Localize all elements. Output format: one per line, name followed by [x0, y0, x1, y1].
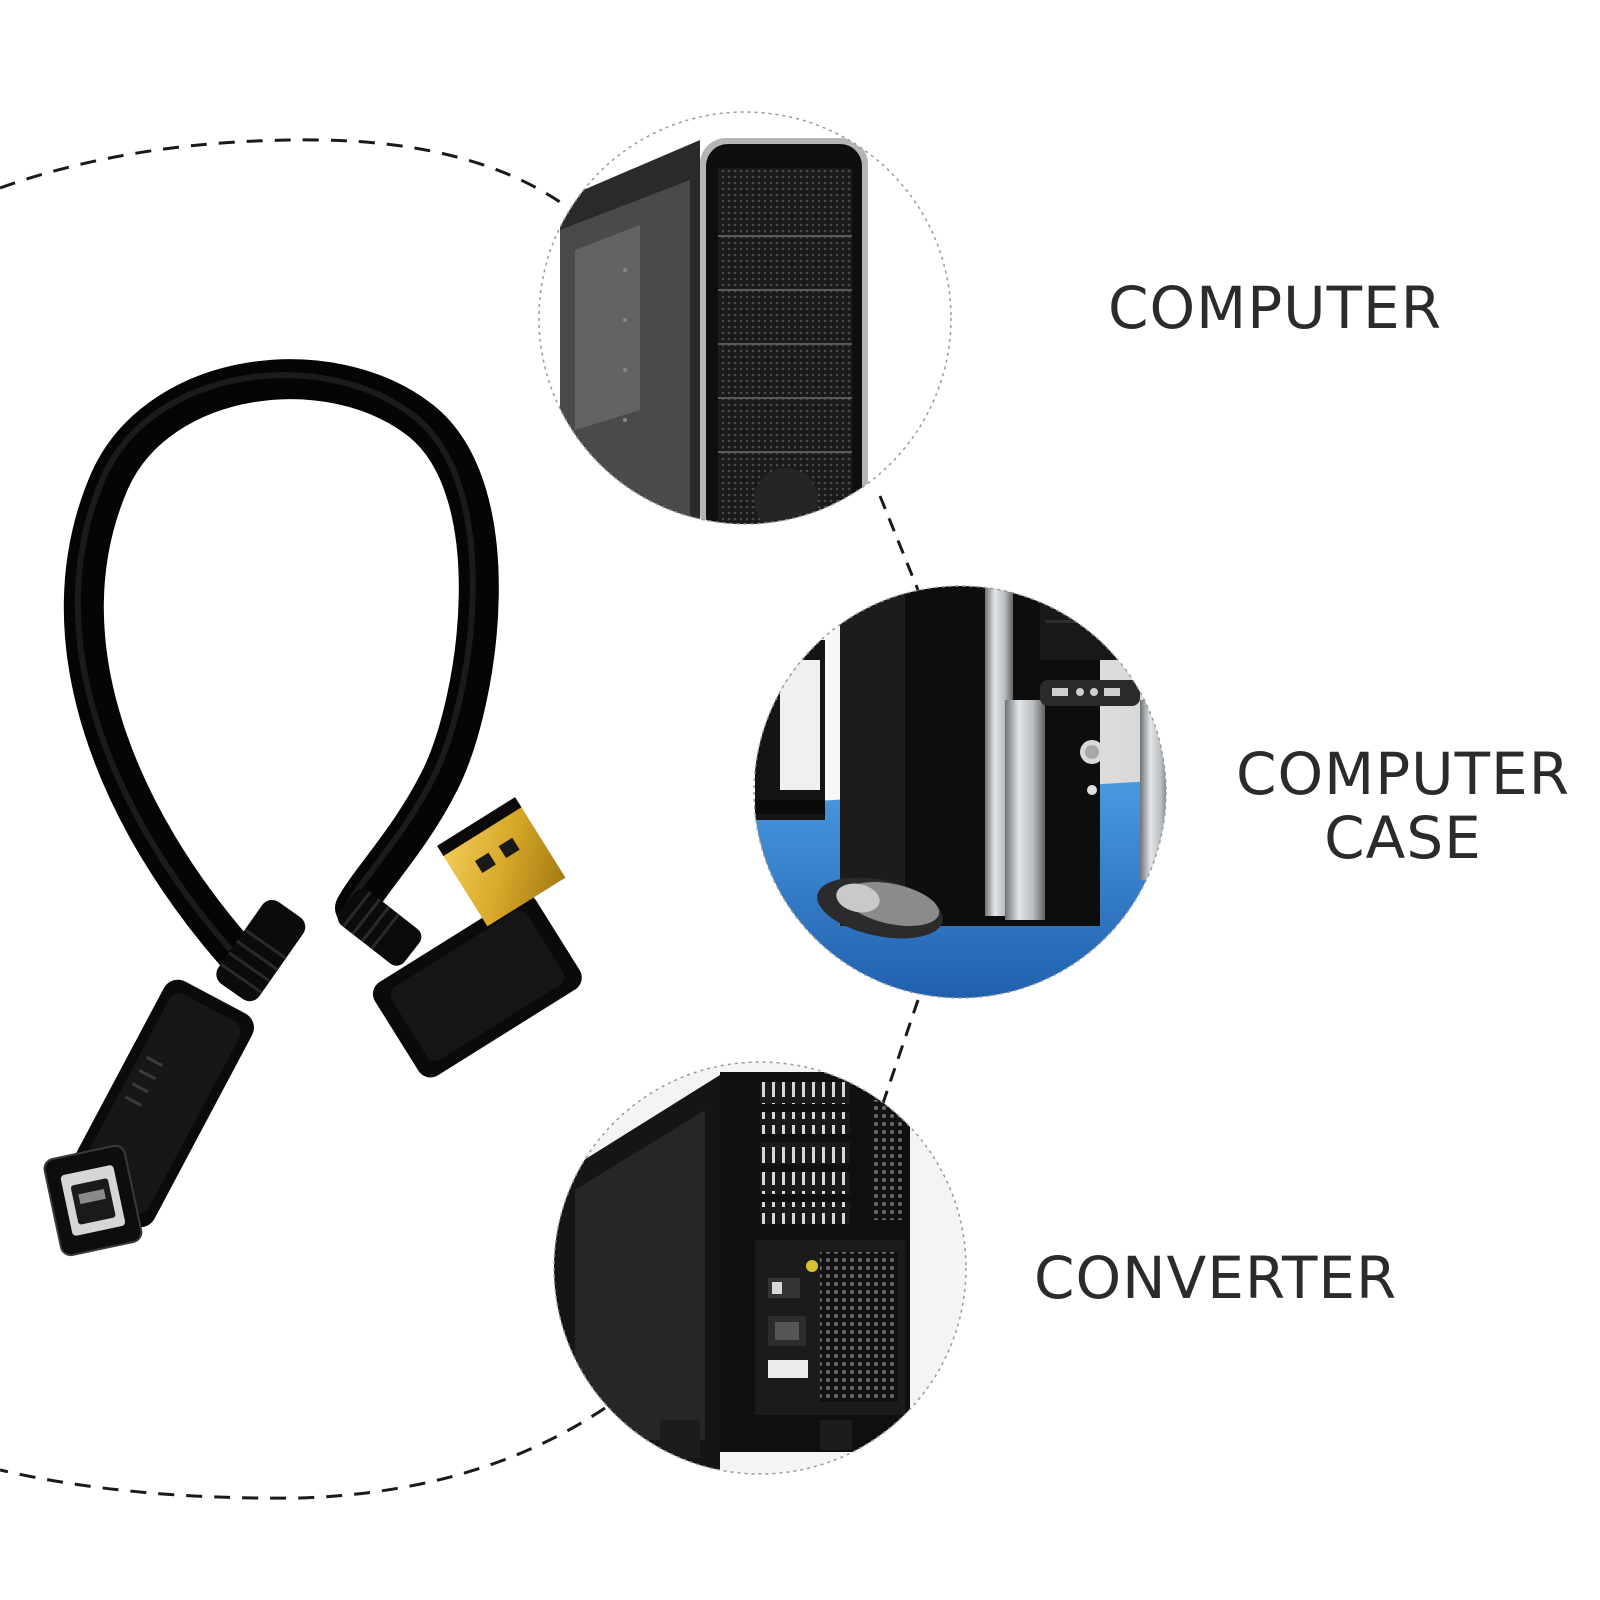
dashed-connector-1	[878, 495, 920, 591]
circle-frame-computer	[538, 111, 952, 525]
label-computer-case-line2: CASE	[1324, 804, 1482, 872]
circle-frame-computer-case	[753, 585, 1167, 999]
computer-icon	[539, 112, 951, 524]
label-computer-case-line1: COMPUTER	[1236, 740, 1570, 808]
dashed-connector-2	[878, 999, 920, 1113]
dashed-arc-large	[0, 138, 561, 204]
label-computer: COMPUTER	[1108, 274, 1442, 342]
cable-icon	[43, 359, 582, 1257]
circle-frame-converter	[553, 1061, 967, 1475]
dashed-arc-large-bottom	[0, 1406, 606, 1500]
label-computer-case: COMPUTER CASE	[1236, 742, 1570, 870]
label-converter: CONVERTER	[1034, 1244, 1398, 1312]
converter-icon	[554, 1062, 966, 1474]
computer-case-icon	[754, 586, 1166, 998]
